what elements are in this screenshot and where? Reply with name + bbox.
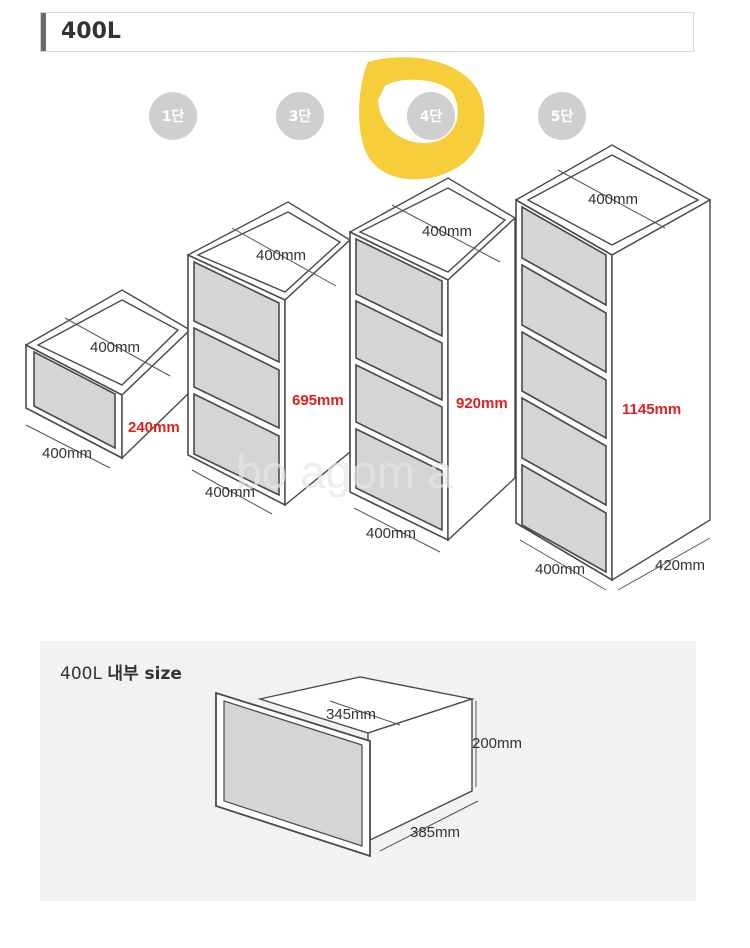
stack-1-tier: 400mm 400mm 240mm xyxy=(24,289,192,469)
svg-text:420mm: 420mm xyxy=(655,557,705,574)
header-accent-bar xyxy=(41,13,46,51)
svg-text:400mm: 400mm xyxy=(422,223,472,240)
svg-text:5단: 5단 xyxy=(551,108,574,125)
svg-text:1145mm: 1145mm xyxy=(622,401,681,418)
svg-text:400mm: 400mm xyxy=(42,445,92,462)
tier-badge-5: 5단 xyxy=(538,92,586,140)
svg-text:400mm: 400mm xyxy=(205,484,255,501)
svg-text:3단: 3단 xyxy=(289,108,312,125)
inner-depth-label: 385mm xyxy=(410,824,460,841)
watermark: bo agom a xyxy=(236,446,454,498)
stack-3-tier: 400mm 400mm 695mm xyxy=(186,201,352,515)
svg-text:240mm: 240mm xyxy=(128,419,180,436)
tier-badge-4: 4단 xyxy=(407,92,455,140)
inner-title-bold: 내부 size xyxy=(107,664,182,684)
svg-text:400mm: 400mm xyxy=(90,339,140,356)
svg-text:400mm: 400mm xyxy=(588,191,638,208)
stack-5-tier: 400mm 400mm 420mm 1145mm xyxy=(514,144,712,591)
tier-badge-3: 3단 xyxy=(276,92,324,140)
svg-text:1단: 1단 xyxy=(162,108,185,125)
inner-size-title: 400L 내부 size xyxy=(60,659,182,684)
svg-text:400mm: 400mm xyxy=(366,525,416,542)
inner-height-label: 200mm xyxy=(472,735,522,752)
highlight-mark xyxy=(359,57,485,180)
inner-title-prefix: 400L xyxy=(60,664,108,684)
tier-badge-1: 1단 xyxy=(149,92,197,140)
svg-text:4단: 4단 xyxy=(420,108,443,125)
header-box: 400L xyxy=(40,12,694,52)
inner-drawer-diagram: 345mm 200mm 385mm xyxy=(215,676,522,858)
stack-4-tier: 400mm 400mm 920mm xyxy=(348,177,517,553)
svg-text:920mm: 920mm xyxy=(456,395,508,412)
inner-width-label: 345mm xyxy=(326,706,376,723)
svg-text:400mm: 400mm xyxy=(256,247,306,264)
inner-drawer: 345mm 200mm 385mm xyxy=(215,676,522,858)
svg-text:695mm: 695mm xyxy=(292,392,344,409)
inner-size-panel: 400L 내부 size 345mm 200mm 385mm xyxy=(40,641,696,901)
page-title: 400L xyxy=(61,19,121,44)
svg-text:400mm: 400mm xyxy=(535,561,585,578)
